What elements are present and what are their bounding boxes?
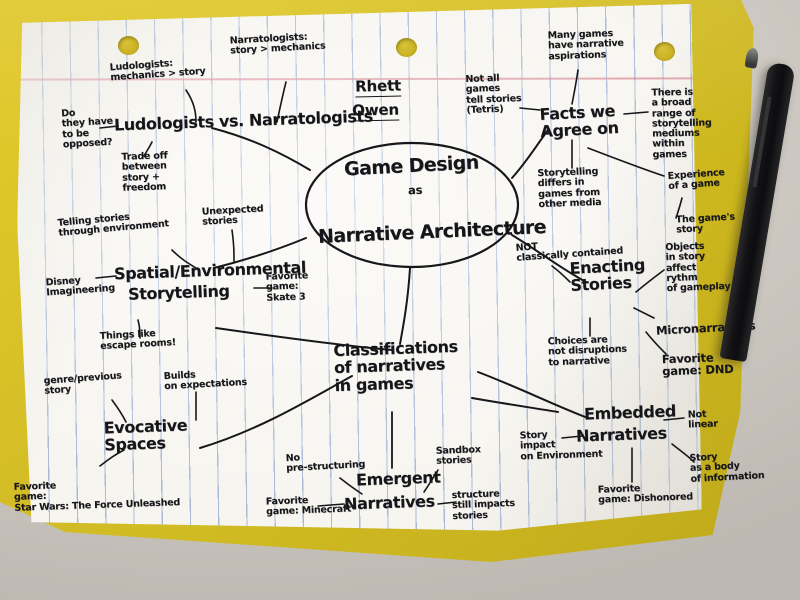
escape-rooms-note: Things like escape rooms!: [99, 328, 177, 353]
dishonored-favorite-game-note: Favorite game: Dishonored: [597, 483, 694, 506]
not-all-games-note: Not all games tell stories (Tetris): [465, 72, 522, 116]
broad-range-note: There is a broad range of storytelling m…: [651, 86, 712, 161]
spatial-storytelling-title-line2: Storytelling: [127, 281, 230, 304]
story-impact-environment-note: Story impact on Environment: [519, 429, 603, 462]
structure-impacts-stories-note: structure still impacts stories: [451, 488, 516, 522]
force-unleashed-favorite-game-note: Favorite game: Star Wars: The Force Unle…: [13, 480, 181, 514]
many-games-note: Many games have narrative aspirations: [547, 28, 624, 62]
embedded-narratives-title-line1: Embedded: [583, 401, 677, 424]
opposed-question: Do they have to be opposed?: [60, 107, 114, 151]
emergent-narratives-title-line2: Narratives: [343, 491, 436, 514]
unexpected-stories-note: Unexpected stories: [201, 203, 264, 228]
story-body-of-information-note: Story as a body of information: [689, 451, 765, 485]
hole-punch-center: [396, 38, 417, 57]
classifications-title: Classifications of narratives in games: [333, 336, 459, 395]
sandbox-stories-note: Sandbox stories: [435, 444, 481, 468]
storytelling-differs-note: Storytelling differs in games from other…: [537, 165, 602, 210]
hole-punch-right: [654, 42, 675, 61]
builds-on-expectations-note: Builds on expectations: [163, 369, 248, 393]
facts-we-agree-on-title: Facts we Agree on: [539, 101, 620, 142]
central-node-line2: as: [407, 182, 423, 198]
experience-of-game-note: Experience of a game: [667, 167, 726, 193]
choices-not-disruptions-note: Choices are not disruptions to narrative: [547, 334, 627, 368]
minecraft-favorite-game-note: Favorite game: Minecraft: [265, 495, 352, 518]
game-story-note: The game's story: [675, 211, 736, 236]
no-prestructuring-note: No pre-structuring: [285, 452, 366, 475]
evocative-spaces-title: Evocative Spaces: [103, 415, 188, 455]
emergent-narratives-title-line1: Emergent: [355, 467, 441, 490]
not-linear-note: Not linear: [687, 408, 718, 431]
skate3-favorite-game-note: Favorite game: Skate 3: [265, 270, 309, 304]
objects-affect-rhythm-note: Objects in story affect rythm of gamepla…: [665, 240, 731, 295]
enacting-stories-title: Enacting Stories: [569, 255, 646, 296]
tradeoff-note: Trade off between story + freedom: [121, 150, 168, 194]
hole-punch-left: [118, 36, 139, 55]
